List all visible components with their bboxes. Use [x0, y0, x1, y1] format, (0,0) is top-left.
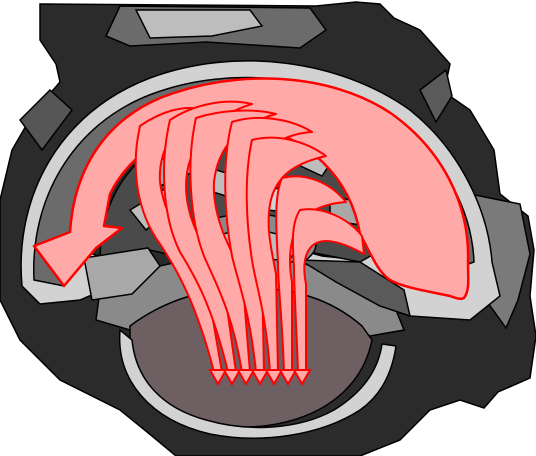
diagram-stage [0, 0, 536, 456]
torque-converter-cutaway [0, 0, 536, 456]
